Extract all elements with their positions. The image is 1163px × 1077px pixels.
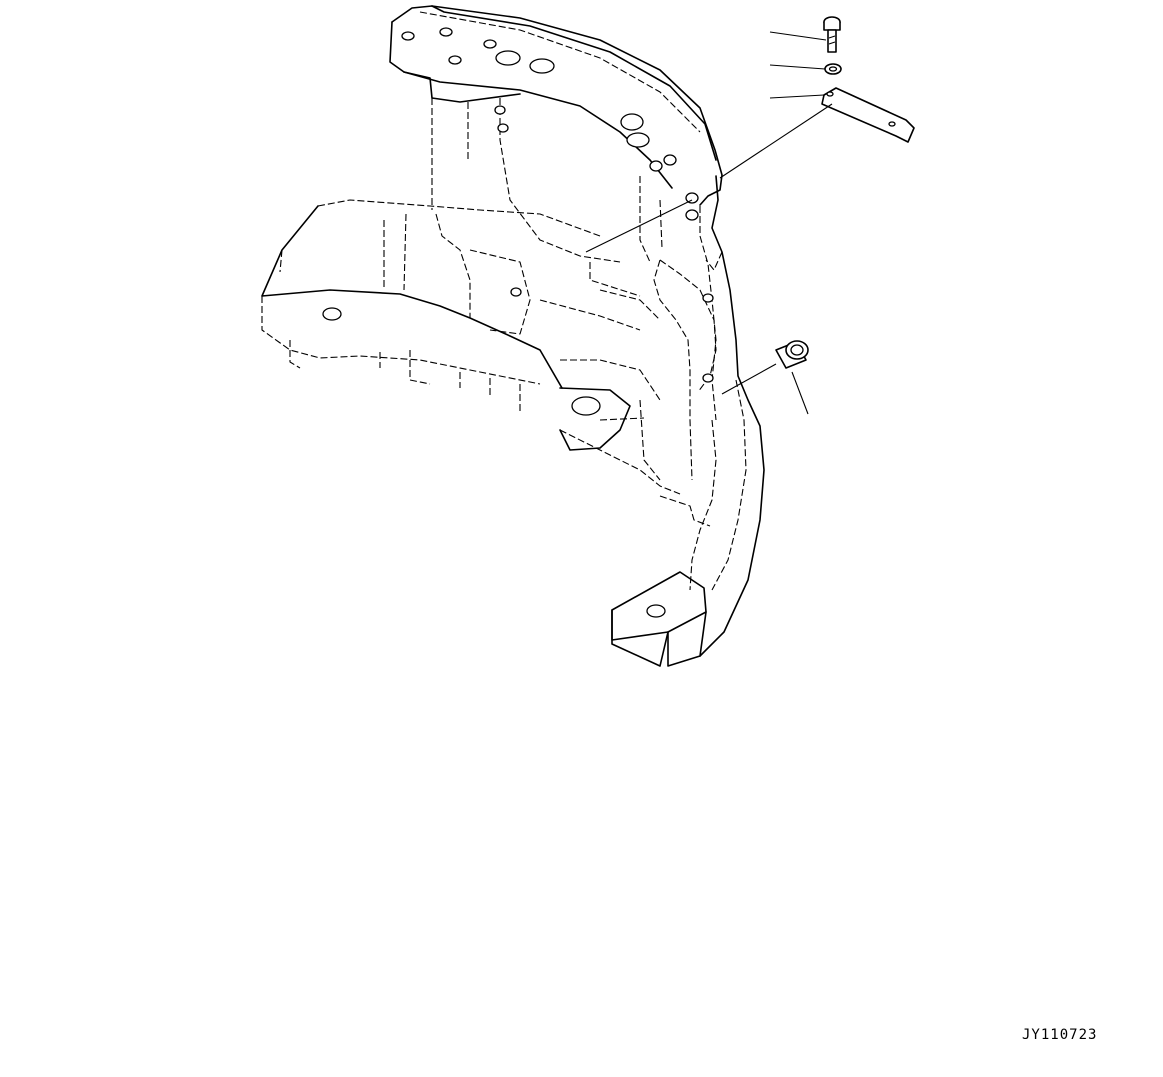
top-plate-holes xyxy=(401,27,699,221)
clamp-plate-part xyxy=(821,87,915,143)
foot-pad xyxy=(611,571,707,667)
drawing-reference-code: JY110723 xyxy=(1022,1027,1098,1043)
leader-lines xyxy=(585,31,833,415)
main-frame-body xyxy=(261,199,711,527)
right-arm xyxy=(653,175,765,657)
bolt-part xyxy=(823,16,841,53)
upper-bracket xyxy=(389,5,723,263)
washer-part xyxy=(824,63,842,75)
bushing-part xyxy=(775,340,809,369)
